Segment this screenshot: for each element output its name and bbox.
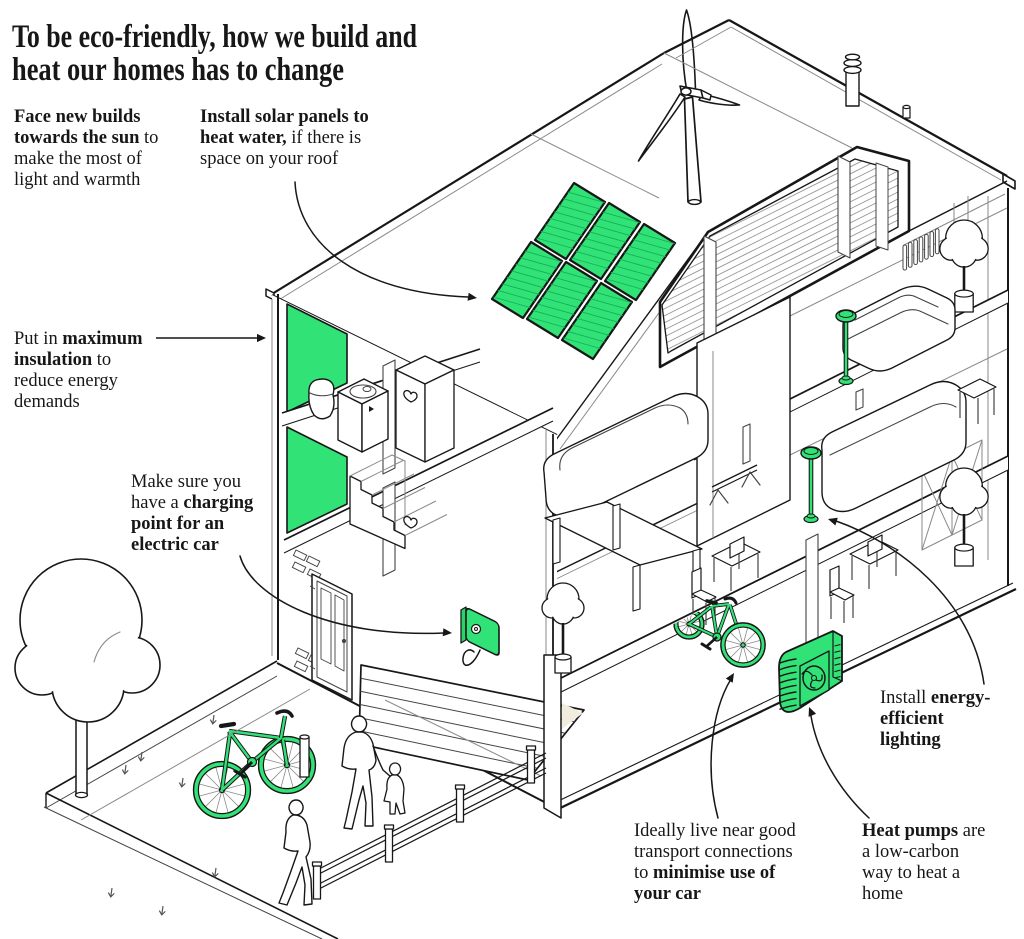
svg-text:your car: your car bbox=[634, 884, 701, 904]
svg-text:Make sure you: Make sure you bbox=[131, 472, 241, 492]
svg-text:insulation to: insulation to bbox=[14, 350, 111, 370]
svg-text:electric car: electric car bbox=[131, 535, 219, 555]
svg-text:Ideally live near good: Ideally live near good bbox=[634, 821, 797, 841]
svg-text:Install energy-: Install energy- bbox=[880, 688, 990, 708]
svg-text:efficient: efficient bbox=[880, 709, 945, 729]
svg-text:Face new builds: Face new builds bbox=[14, 107, 140, 127]
svg-text:make the most of: make the most of bbox=[14, 149, 143, 169]
svg-text:heat water, if there is: heat water, if there is bbox=[200, 128, 361, 148]
svg-text:have a charging: have a charging bbox=[131, 493, 254, 513]
svg-text:lighting: lighting bbox=[880, 730, 941, 750]
svg-text:demands: demands bbox=[14, 392, 80, 412]
svg-text:towards the sun to: towards the sun to bbox=[14, 128, 158, 148]
svg-text:space on your roof: space on your roof bbox=[200, 149, 339, 169]
svg-text:heat our homes has to change: heat our homes has to change bbox=[12, 52, 344, 88]
svg-text:Install solar panels to: Install solar panels to bbox=[200, 107, 369, 127]
svg-text:reduce energy: reduce energy bbox=[14, 371, 119, 391]
svg-text:point for an: point for an bbox=[131, 514, 225, 534]
svg-text:a low-carbon: a low-carbon bbox=[862, 842, 959, 862]
svg-text:way to heat a: way to heat a bbox=[862, 863, 960, 883]
svg-text:transport connections: transport connections bbox=[634, 842, 793, 862]
svg-text:home: home bbox=[862, 884, 903, 904]
svg-text:Put in maximum: Put in maximum bbox=[14, 329, 143, 349]
svg-text:light and warmth: light and warmth bbox=[14, 170, 140, 190]
svg-text:Heat pumps are: Heat pumps are bbox=[862, 821, 985, 841]
svg-text:to minimise use of: to minimise use of bbox=[634, 863, 776, 883]
svg-text:To be eco-friendly, how we bui: To be eco-friendly, how we build and bbox=[12, 19, 417, 55]
